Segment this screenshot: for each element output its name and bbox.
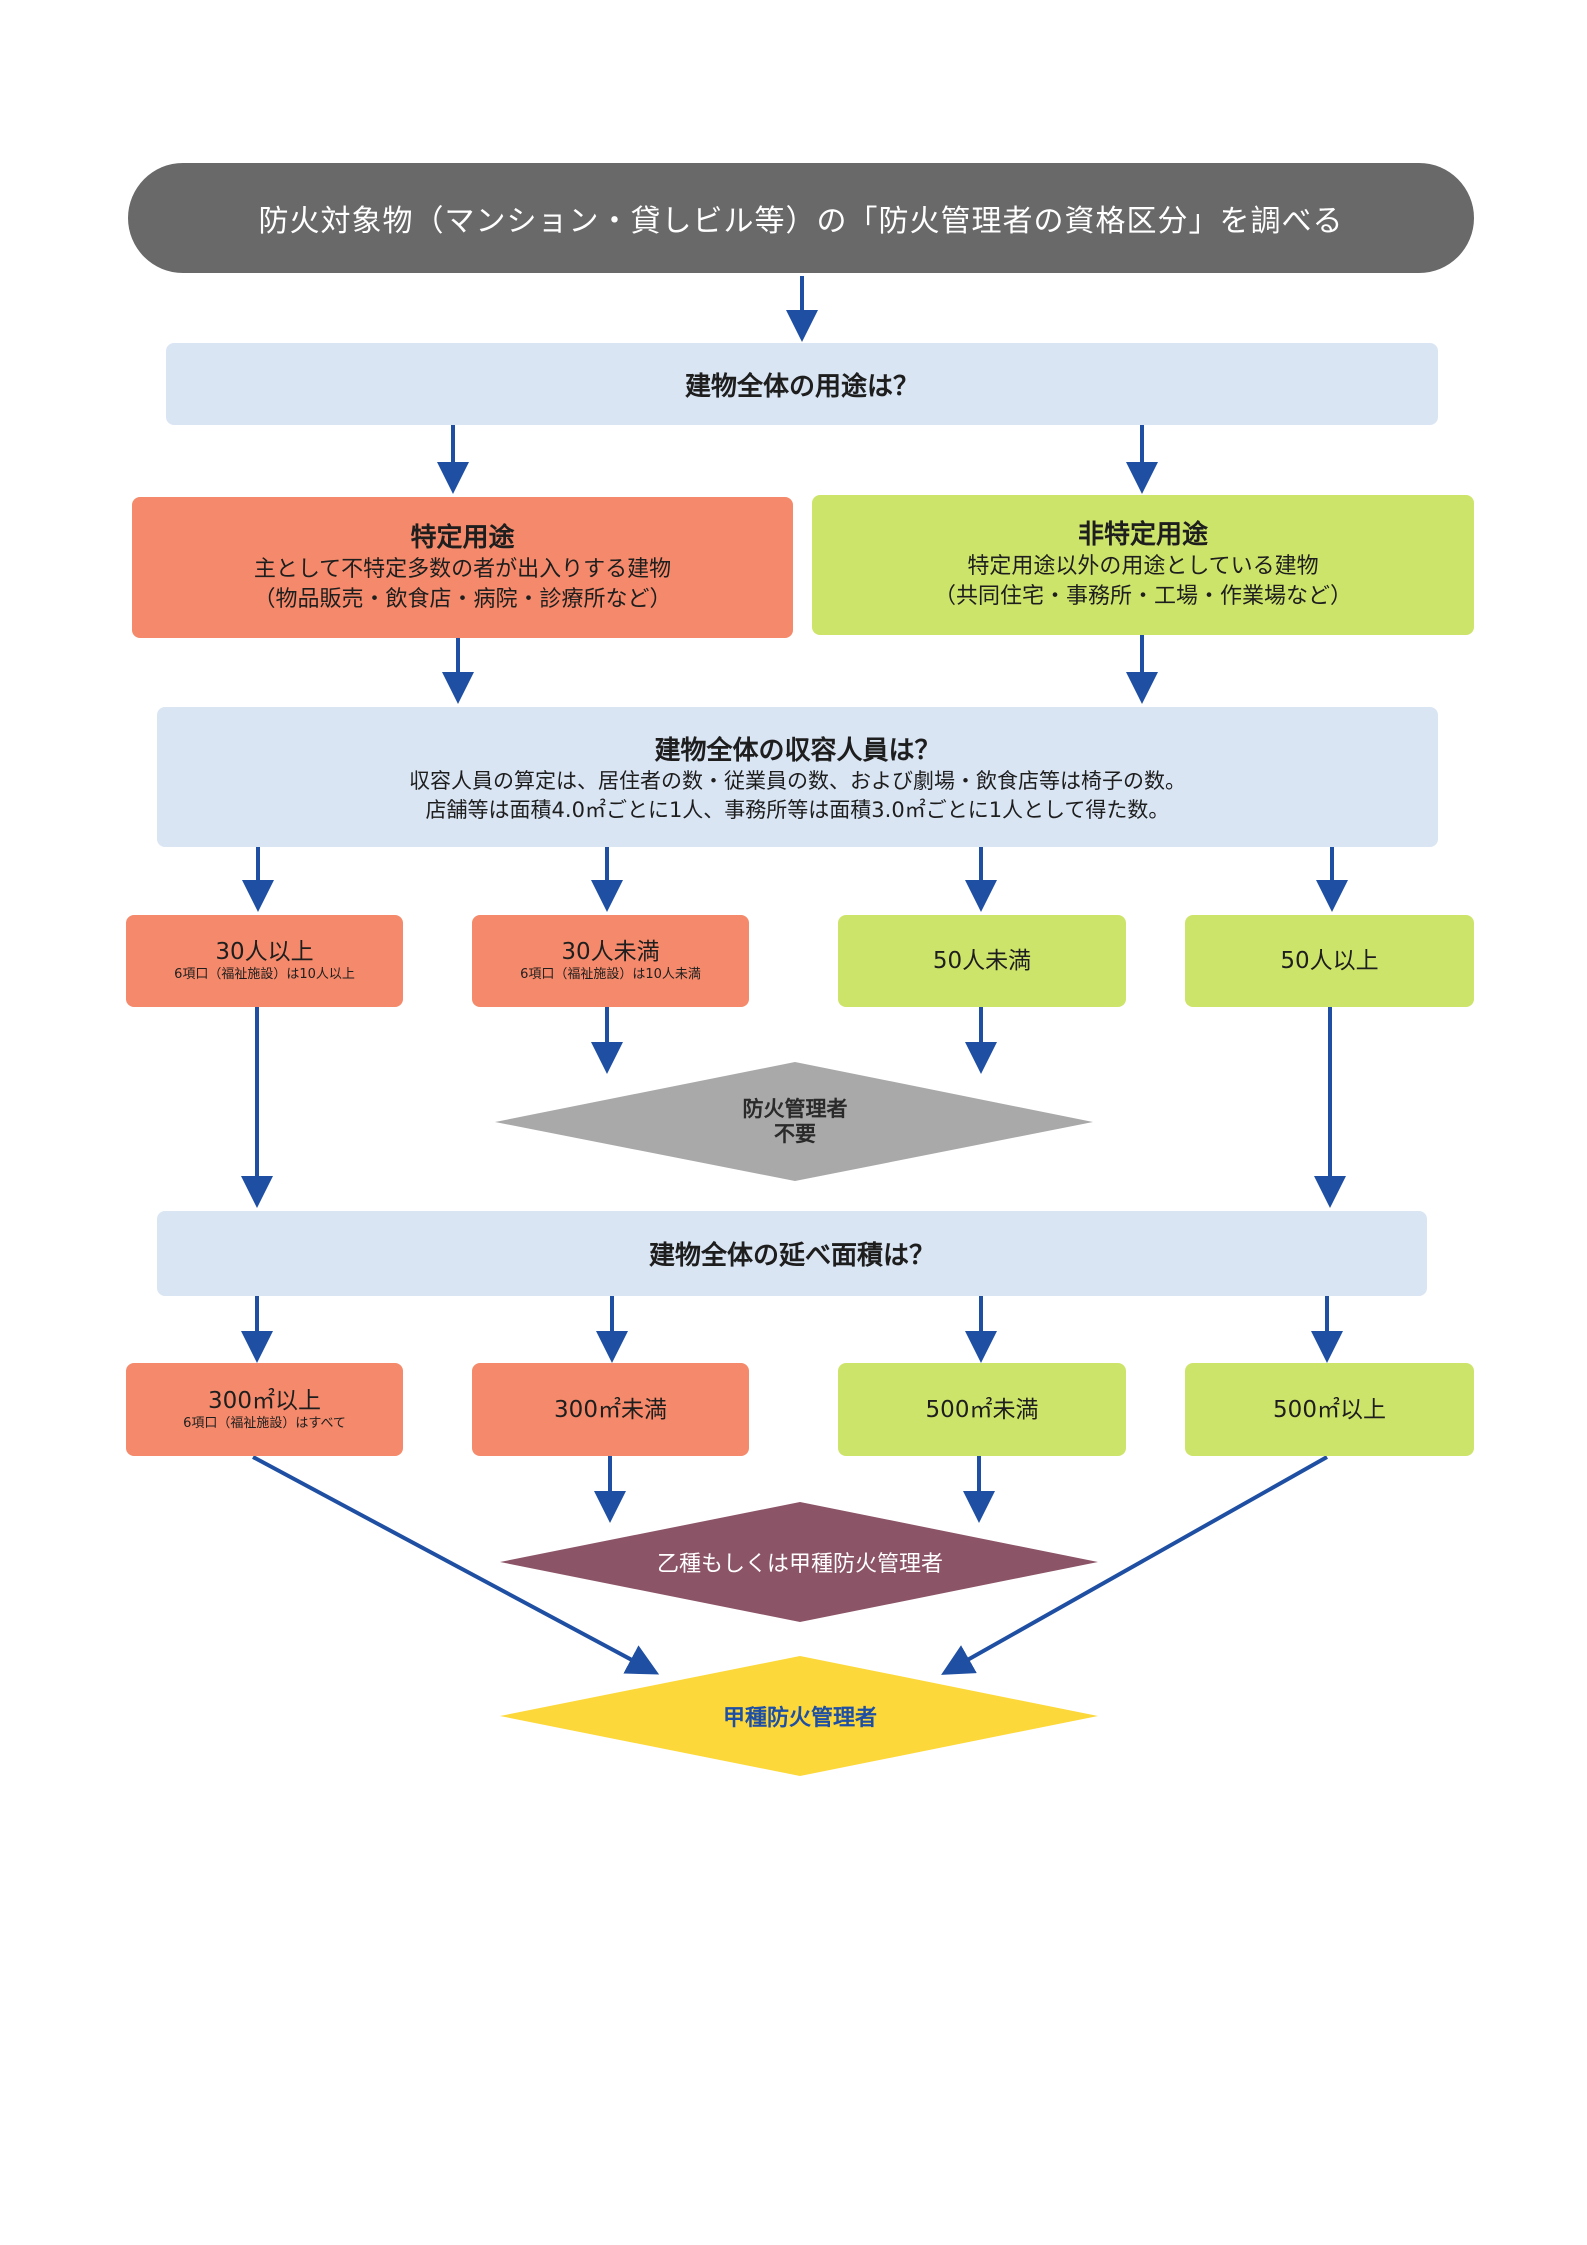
question-capacity-title: 建物全体の収容人員は？ xyxy=(654,735,941,766)
area-label: 500㎡以上 xyxy=(1273,1396,1386,1423)
question-usage-title: 建物全体の用途は？ xyxy=(684,371,919,402)
capacity-box-30-plus: 30人以上 6項口（福祉施設）は10人以上 xyxy=(126,915,403,1007)
not-required-line1: 防火管理者 xyxy=(742,1096,848,1121)
arrow-area1-to-resulta xyxy=(252,1455,660,1675)
specific-usage-title: 特定用途 xyxy=(410,522,515,553)
capacity-label: 50人以上 xyxy=(1280,948,1379,974)
box-nonspecific-usage: 非特定用途 特定用途以外の用途としている建物 （共同住宅・事務所・工場・作業場な… xyxy=(812,495,1474,635)
box-specific-usage: 特定用途 主として不特定多数の者が出入りする建物 （物品販売・飲食店・病院・診療… xyxy=(132,497,793,638)
arrow-area4-to-resulta xyxy=(941,1455,1328,1675)
capacity-box-50-plus: 50人以上 xyxy=(1185,915,1474,1007)
result-a-label: 甲種防火管理者 xyxy=(600,1656,1000,1776)
capacity-label: 50人未満 xyxy=(932,948,1032,974)
nonspecific-usage-line2: （共同住宅・事務所・工場・作業場など） xyxy=(933,584,1352,609)
area-label: 500㎡未満 xyxy=(925,1396,1039,1423)
result-b-label: 乙種もしくは甲種防火管理者 xyxy=(600,1502,1000,1622)
capacity-label: 30人未満 xyxy=(561,939,660,965)
area-box-500-under: 500㎡未満 xyxy=(838,1363,1126,1456)
nonspecific-usage-line1: 特定用途以外の用途としている建物 xyxy=(967,554,1319,579)
question-capacity: 建物全体の収容人員は？ 収容人員の算定は、居住者の数・従業員の数、および劇場・飲… xyxy=(157,707,1438,847)
question-floor-area: 建物全体の延べ面積は？ xyxy=(157,1211,1427,1296)
area-label: 300㎡以上 xyxy=(208,1387,321,1414)
question-usage: 建物全体の用途は？ xyxy=(166,343,1438,425)
result-b-text: 乙種もしくは甲種防火管理者 xyxy=(656,1552,943,1577)
not-required-label: 防火管理者 不要 xyxy=(595,1062,995,1181)
specific-usage-line2: （物品販売・飲食店・病院・診療所など） xyxy=(253,586,672,612)
question-capacity-line1: 収容人員の算定は、居住者の数・従業員の数、および劇場・飲食店等は椅子の数。 xyxy=(409,768,1186,793)
specific-usage-line1: 主として不特定多数の者が出入りする建物 xyxy=(253,556,672,582)
area-label: 300㎡未満 xyxy=(554,1396,667,1423)
capacity-box-50-under: 50人未満 xyxy=(838,915,1126,1007)
capacity-box-30-under: 30人未満 6項口（福祉施設）は10人未満 xyxy=(472,915,749,1007)
capacity-note: 6項口（福祉施設）は10人以上 xyxy=(174,967,355,982)
question-floor-area-title: 建物全体の延べ面積は？ xyxy=(648,1241,935,1271)
capacity-label: 30人以上 xyxy=(215,939,314,965)
capacity-note: 6項口（福祉施設）は10人未満 xyxy=(520,967,701,982)
area-box-300-plus: 300㎡以上 6項口（福祉施設）はすべて xyxy=(126,1363,403,1456)
page-title: 防火対象物（マンション・貸しビル等）の「防火管理者の資格区分」を調べる xyxy=(128,163,1474,273)
result-b-diamond xyxy=(500,1502,1098,1622)
not-required-diamond xyxy=(495,1062,1093,1181)
result-a-diamond xyxy=(500,1656,1098,1776)
question-capacity-line2: 店舗等は面積4.0㎡ごとに1人、事務所等は面積3.0㎡ごとに1人として得た数。 xyxy=(425,797,1170,822)
area-box-300-under: 300㎡未満 xyxy=(472,1363,749,1456)
area-box-500-plus: 500㎡以上 xyxy=(1185,1363,1474,1456)
page-title-text: 防火対象物（マンション・貸しビル等）の「防火管理者の資格区分」を調べる xyxy=(258,204,1344,239)
result-a-text: 甲種防火管理者 xyxy=(722,1706,877,1731)
area-note: 6項口（福祉施設）はすべて xyxy=(183,1415,346,1431)
nonspecific-usage-title: 非特定用途 xyxy=(1077,520,1208,550)
not-required-line2: 不要 xyxy=(774,1121,816,1146)
